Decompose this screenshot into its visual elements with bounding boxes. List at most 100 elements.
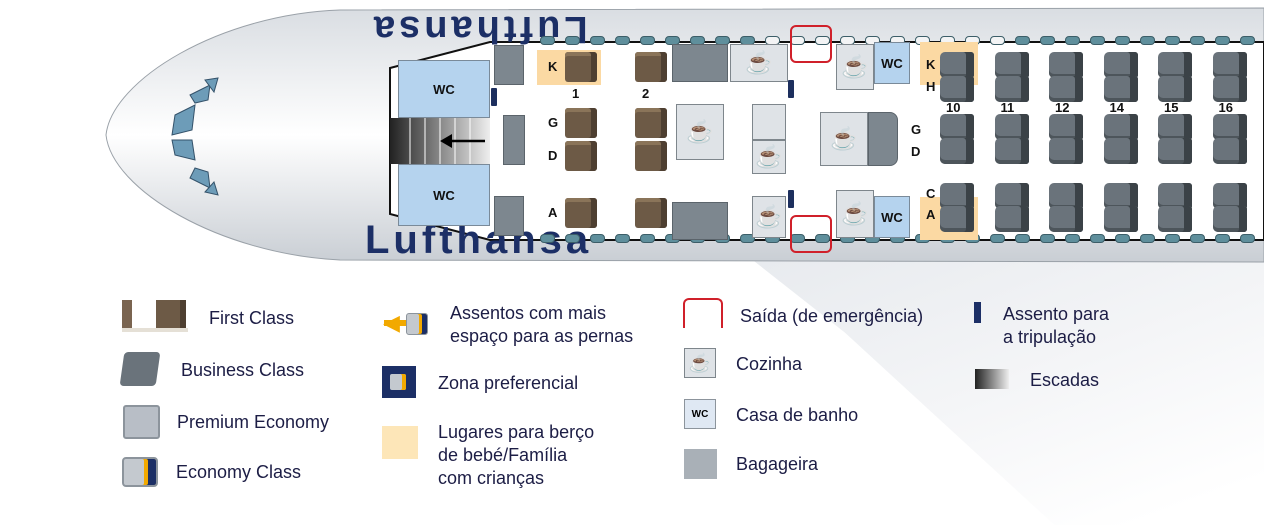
first-class-seat[interactable] (635, 141, 667, 171)
business-class-seat[interactable] (1158, 206, 1192, 232)
business-class-seat[interactable] (994, 52, 1029, 78)
coffee-cup-icon: ☕ (755, 204, 783, 229)
seat-letter: G (911, 122, 922, 137)
seat-letter: H (926, 79, 936, 94)
window (1240, 36, 1255, 45)
seat-letter: C (926, 186, 936, 201)
legend-crew-seat-1: Assento para (1003, 304, 1110, 324)
window (640, 36, 655, 45)
window (1090, 36, 1105, 45)
business-class-seat[interactable] (1103, 138, 1138, 164)
coffee-cup-icon: ☕ (755, 144, 783, 169)
window (1090, 234, 1105, 243)
business-class-seat[interactable] (1158, 52, 1192, 78)
business-class-seat[interactable] (1158, 76, 1192, 102)
business-class-seat[interactable] (1103, 52, 1138, 78)
first-class-seat[interactable] (635, 52, 667, 82)
legend-bassinet-1: Lugares para berço (438, 422, 595, 442)
business-class-seat[interactable] (994, 76, 1029, 102)
row-number: 1 (572, 86, 580, 101)
extra-legroom-seat-icon (406, 313, 428, 335)
galley: ☕ (820, 112, 868, 166)
business-class-seat[interactable] (1049, 52, 1083, 78)
business-class-seat[interactable] (994, 183, 1029, 209)
business-class-seat[interactable] (1049, 183, 1083, 209)
coffee-cup-icon: ☕ (830, 126, 858, 151)
galley: ☕ (730, 44, 788, 82)
legend-preferred-zone: Zona preferencial (438, 373, 579, 393)
window (1040, 36, 1055, 45)
business-class-seat[interactable] (1049, 76, 1083, 102)
seat-letter: G (548, 115, 559, 130)
business-class-seat[interactable] (940, 114, 974, 140)
legend-crew-seat-2: a tripulação (1003, 327, 1097, 347)
window (565, 234, 580, 243)
business-class-seat[interactable] (1158, 183, 1192, 209)
business-class-seat[interactable] (1103, 114, 1138, 140)
legend-first-class: First Class (209, 308, 294, 328)
business-class-seat[interactable] (1212, 183, 1247, 209)
first-class-icon (122, 300, 188, 332)
seat-letter: K (926, 57, 936, 72)
business-class-seat[interactable] (1103, 206, 1138, 232)
window (540, 234, 555, 243)
business-class-seat[interactable] (940, 138, 974, 164)
window (540, 36, 555, 45)
window (615, 234, 630, 243)
coffee-cup-icon: ☕ (686, 119, 714, 144)
preferred-zone-icon (382, 366, 416, 398)
business-class-seat[interactable] (1158, 114, 1192, 140)
window (1140, 234, 1155, 243)
galley: ☕ (676, 104, 724, 160)
legend-toilet: Casa de banho (736, 405, 859, 425)
row-number: 16 (1218, 100, 1233, 115)
window (615, 36, 630, 45)
business-class-seat[interactable] (1212, 52, 1247, 78)
window (1115, 36, 1130, 45)
seat-letter: D (548, 148, 558, 163)
window (990, 36, 1005, 45)
business-class-seat[interactable] (1049, 138, 1083, 164)
galley: ☕ (752, 196, 786, 238)
business-class-seat[interactable] (1212, 138, 1247, 164)
logo-bottom: Lufthansa (365, 218, 593, 262)
first-class-seat[interactable] (635, 198, 667, 228)
business-class-seat[interactable] (940, 76, 974, 102)
business-class-seat[interactable] (1158, 138, 1192, 164)
row-number: 12 (1055, 100, 1070, 115)
crew-seat-legend-icon (974, 302, 981, 323)
window (640, 234, 655, 243)
bassinet-zone-icon (382, 426, 418, 459)
galley (752, 104, 786, 140)
business-class-seat[interactable] (940, 206, 974, 232)
business-class-seat[interactable] (994, 206, 1029, 232)
storage (494, 196, 524, 236)
business-class-seat[interactable] (1049, 206, 1083, 232)
business-class-seat[interactable] (1212, 76, 1247, 102)
premium-economy-icon (123, 405, 160, 439)
window (1165, 234, 1180, 243)
legend-economy-class: Economy Class (176, 462, 302, 482)
first-class-seat[interactable] (635, 108, 667, 138)
first-class-seat[interactable] (565, 108, 597, 138)
row-number: 14 (1109, 100, 1124, 115)
first-class-seat[interactable] (565, 198, 597, 228)
window (565, 36, 580, 45)
crew-seat-icon (788, 80, 794, 98)
first-class-seat[interactable] (565, 141, 597, 171)
business-class-seat[interactable] (994, 114, 1029, 140)
business-class-seat[interactable] (1049, 114, 1083, 140)
legend-stairs: Escadas (1030, 370, 1100, 390)
window (1190, 36, 1205, 45)
legend-premium-economy: Premium Economy (177, 412, 330, 432)
business-class-seat[interactable] (1103, 183, 1138, 209)
business-class-seat[interactable] (1212, 206, 1247, 232)
business-class-seat[interactable] (1103, 76, 1138, 102)
business-class-seat[interactable] (994, 138, 1029, 164)
legend-extra-legroom-1: Assentos com mais (450, 303, 607, 323)
window (1065, 234, 1080, 243)
business-class-seat[interactable] (1212, 114, 1247, 140)
business-class-seat[interactable] (940, 52, 974, 78)
first-class-seat[interactable] (565, 52, 597, 82)
business-class-seat[interactable] (940, 183, 974, 209)
